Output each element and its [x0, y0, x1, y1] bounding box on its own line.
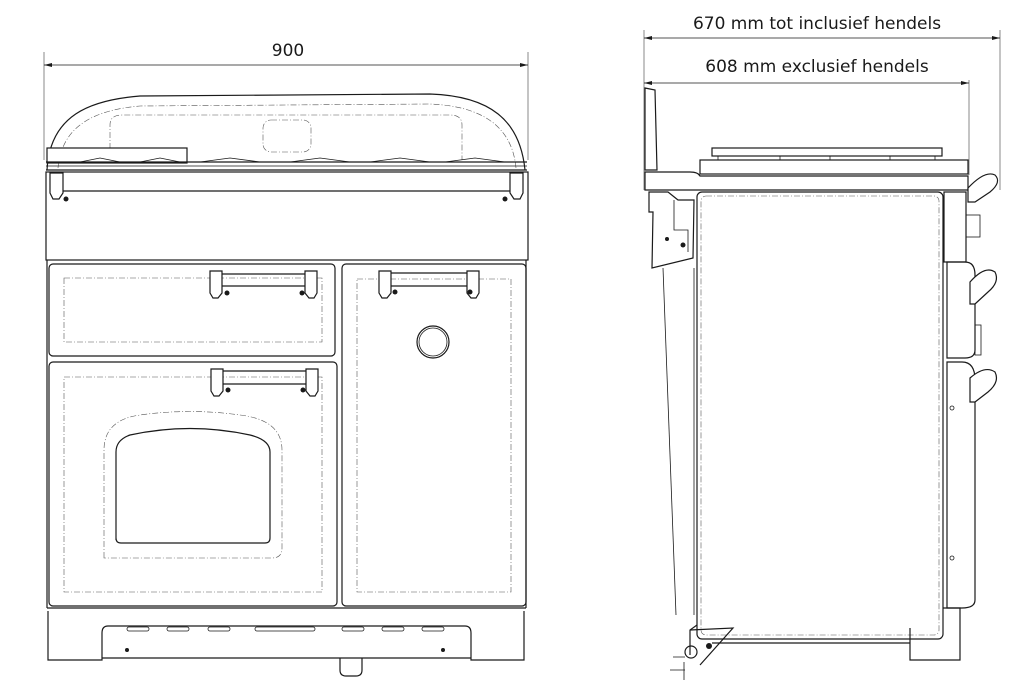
front-width-dimension-label: 900	[271, 41, 305, 61]
side-depth-incl-handles-label: 670 mm tot inclusief hendels	[692, 14, 942, 34]
side-depth-excl-handles-label: 608 mm exclusief hendels	[705, 57, 929, 77]
front-view	[43, 52, 529, 677]
side-view	[643, 30, 1001, 680]
